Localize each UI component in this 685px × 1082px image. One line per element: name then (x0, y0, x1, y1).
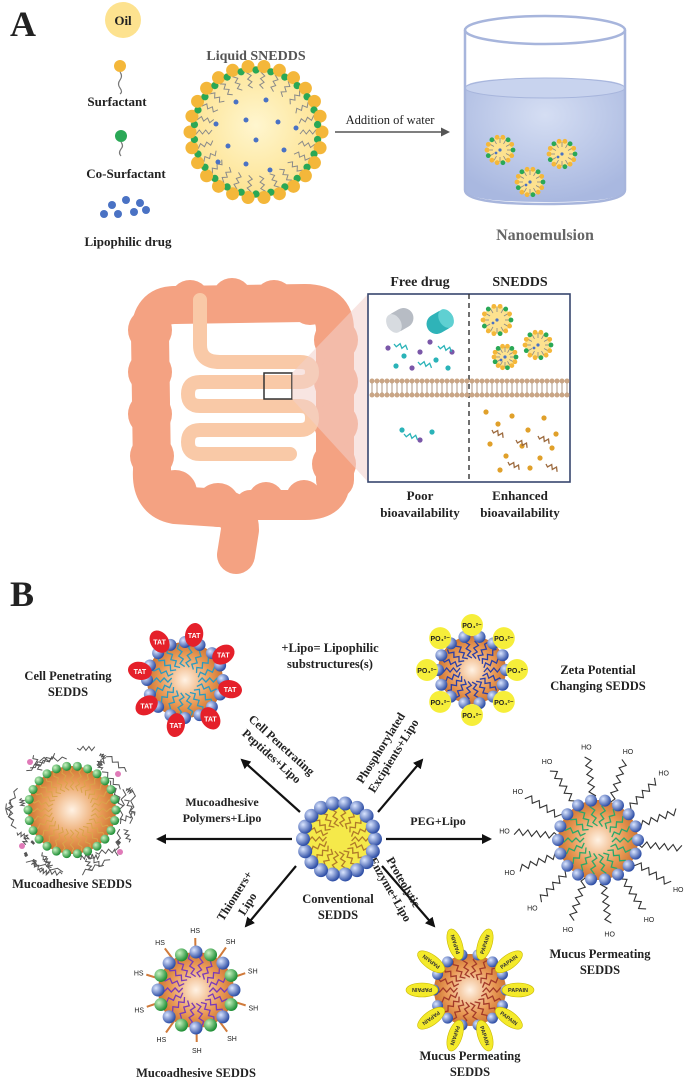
arrow-label-muco-2: Polymers+Lipo (183, 811, 262, 825)
legend: Oil Surfactant Co-Surfactant Lipophilic … (84, 2, 172, 249)
col-free-drug: Free drug (390, 275, 449, 290)
svg-text:PO₄²⁻: PO₄²⁻ (430, 700, 450, 707)
svg-text:PO₄²⁻: PO₄²⁻ (507, 668, 527, 675)
svg-text:HS: HS (134, 1007, 144, 1014)
svg-text:HO: HO (673, 887, 684, 894)
svg-text:PO₄²⁻: PO₄²⁻ (494, 636, 514, 643)
legend-drug: Lipophilic drug (84, 234, 172, 249)
svg-text:TAT: TAT (170, 723, 183, 730)
svg-text:HO: HO (513, 789, 524, 796)
svg-text:PAPAIN: PAPAIN (508, 988, 528, 994)
comparison-box (368, 294, 570, 482)
cell-label-2: SEDDS (48, 685, 88, 699)
cell-penetrating-particle: TAT TAT TAT TAT TAT TAT TAT TAT (126, 621, 243, 738)
svg-text:TAT: TAT (204, 716, 217, 723)
beaker (465, 16, 625, 204)
mucus-bottom-label-1: Mucus Permeating (419, 1049, 521, 1063)
svg-text:PAPAIN: PAPAIN (412, 986, 432, 992)
legend-cosurfactant: Co-Surfactant (86, 166, 166, 181)
svg-text:TAT: TAT (140, 703, 153, 710)
liquid-snedds-title: Liquid SNEDDS (206, 49, 305, 64)
mucus-permeating-papain-particle: PAPAINPAPAINPAPAINPAPAINPAPAINPAPAINPAPA… (406, 927, 534, 1053)
mucus-bottom-label-2: SEDDS (450, 1065, 490, 1079)
svg-text:TAT: TAT (153, 640, 166, 647)
mucus-right-label-2: SEDDS (580, 963, 620, 977)
arrow-label-muco-1: Mucoadhesive (185, 795, 259, 809)
svg-text:SH: SH (248, 1006, 258, 1013)
liquid-snedds-droplet (184, 60, 329, 204)
svg-text:SH: SH (192, 1048, 202, 1055)
svg-text:HO: HO (563, 927, 574, 934)
arrow-label-peg: PEG+Lipo (410, 814, 466, 828)
enhanced-label-2: bioavailability (480, 505, 560, 520)
center-label-2: SEDDS (318, 908, 358, 922)
svg-text:HS: HS (134, 970, 144, 977)
lipo-note-1: +Lipo= Lipophilic (281, 641, 379, 655)
panel-a-label: A (10, 4, 36, 44)
center-label-1: Conventional (302, 892, 374, 906)
zeta-potential-particle: PO₄²⁻ PO₄²⁻ PO₄²⁻ PO₄²⁻ PO₄²⁻ PO₄²⁻ PO₄²⁻ PO₄²⁻ (416, 614, 528, 726)
conventional-sedds-particle (296, 797, 382, 882)
svg-text:SH: SH (227, 1036, 237, 1043)
svg-text:PO₄²⁻: PO₄²⁻ (494, 700, 514, 707)
svg-text:HO: HO (504, 870, 515, 877)
panel-b-label: B (10, 574, 34, 614)
zeta-label-2: Changing SEDDS (550, 679, 646, 693)
svg-text:HO: HO (581, 745, 592, 752)
enhanced-label-1: Enhanced (492, 488, 548, 503)
muco-bottom-label: Mucoadhesive SEDDS (136, 1066, 256, 1080)
svg-text:HS: HS (190, 928, 200, 935)
legend-oil: Oil (114, 13, 132, 28)
svg-text:HO: HO (542, 759, 553, 766)
legend-surfactant: Surfactant (87, 94, 147, 109)
muco-left-label: Mucoadhesive SEDDS (12, 877, 132, 891)
lipo-note-2: substructures(s) (287, 657, 373, 671)
cell-label-1: Cell Penetrating (24, 669, 112, 683)
svg-text:PO₄²⁻: PO₄²⁻ (462, 623, 482, 630)
cosurfactant-icon (115, 130, 127, 142)
svg-text:HO: HO (623, 749, 634, 756)
svg-text:SH: SH (226, 939, 236, 946)
col-snedds: SNEDDS (492, 275, 547, 290)
surfactant-icon (114, 60, 126, 72)
svg-text:PO₄²⁻: PO₄²⁻ (430, 636, 450, 643)
svg-text:TAT: TAT (134, 669, 147, 676)
drug-icon (100, 196, 150, 218)
svg-text:TAT: TAT (224, 687, 237, 694)
poor-label-1: Poor (407, 488, 434, 503)
svg-text:HO: HO (644, 917, 655, 924)
svg-text:PO₄²⁻: PO₄²⁻ (462, 713, 482, 720)
svg-text:PO₄²⁻: PO₄²⁻ (417, 668, 437, 675)
svg-text:HO: HO (658, 771, 669, 778)
mucoadhesive-thiomer-particle: SH SH SH HS HS HS HS HS SH SH (134, 928, 258, 1055)
svg-text:HO: HO (527, 905, 538, 912)
svg-text:TAT: TAT (188, 633, 201, 640)
nanoemulsion-label: Nanoemulsion (496, 227, 594, 244)
svg-text:SH: SH (248, 969, 258, 976)
svg-text:HS: HS (155, 940, 165, 947)
mucus-permeating-peg-particle: HO HO HO HO HO HO HO HO HO HO HO HO (499, 745, 684, 939)
svg-text:HO: HO (499, 829, 510, 836)
mucus-right-label-1: Mucus Permeating (549, 947, 651, 961)
water-arrow-label: Addition of water (346, 113, 436, 127)
zeta-label-1: Zeta Potential (560, 663, 636, 677)
svg-text:TAT: TAT (217, 653, 230, 660)
mucoadhesive-left-particle (6, 746, 136, 875)
poor-label-2: bioavailability (380, 505, 460, 520)
svg-text:HO: HO (604, 931, 615, 938)
svg-text:HS: HS (157, 1037, 167, 1044)
